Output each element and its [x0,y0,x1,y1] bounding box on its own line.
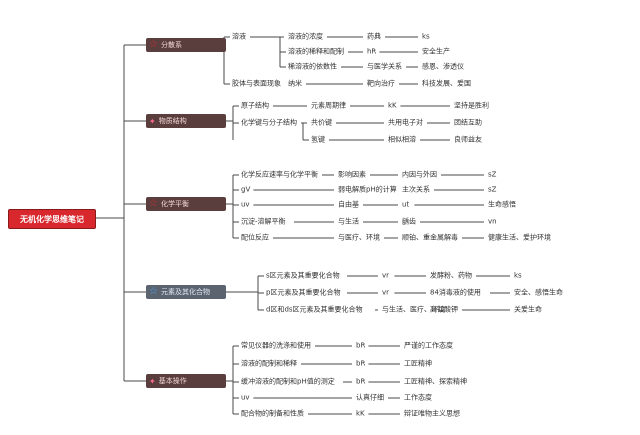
node-text: p区元素及其重要化合物 [266,288,341,297]
node-text: 原子结构 [241,101,269,110]
node-text: 溶液 [232,32,246,41]
node-text: uv [241,393,250,402]
branch-node: ☆元素及其化合物 [146,285,226,299]
node-text: 影响因素 [338,170,366,179]
node-text: 配合物的制备和性质 [241,409,304,418]
root-node: 无机化学思维笔记 [8,209,96,229]
node-text: 溶液的配制和稀释 [241,359,297,368]
branch-label: 基本操作 [158,377,187,385]
node-text: 配位反应 [241,233,269,242]
node-text: 溶液的稀释和配制 [288,47,344,56]
node-text: 沉淀-溶解平衡 [241,217,286,226]
node-text: sZ [488,185,497,194]
node-text: sZ [488,170,497,179]
node-text: 团结互助 [454,118,482,127]
node-text: 辩证唯物主义思想 [404,409,460,418]
node-text: 良师益友 [454,135,482,144]
node-text: 严谨的工作态度 [404,341,453,350]
node-text: 内因与外因 [402,170,437,179]
node-text: 与医学关系 [367,62,402,71]
node-text: bR [356,359,366,368]
node-text: ut [402,200,410,209]
node-text: 与生活 [338,217,359,226]
node-text: 健康生活、爱护环境 [488,233,551,242]
node-text: 化学反应速率与化学平衡 [241,170,318,179]
node-text: 工匠精神 [404,359,432,368]
node-text: 弱电解质pH的计算 [338,185,397,194]
node-text: 感恩、渗透仪 [422,62,464,71]
node-text: 相似相溶 [388,135,416,144]
node-text: kK [356,409,365,418]
node-text: 化学键与分子结构 [241,118,297,127]
node-text: uv [241,200,250,209]
node-text: 坚持是胜利 [454,101,489,110]
node-text: 84消毒液的使用 [430,288,481,297]
node-text: 与医疗、环境 [338,233,380,242]
branch-label: 元素及其化合物 [160,288,210,296]
branch-label: 分散系 [160,41,182,49]
branch-node: ☆化学平衡 [146,197,226,211]
node-text: 缓冲溶液的配制和pH值的测定 [241,377,335,386]
node-text: s区元素及其重要化合物 [266,271,340,280]
node-text: ks [514,271,522,280]
node-text: vr [382,271,390,280]
node-text: 溶液的浓度 [288,32,323,41]
node-text: 共用电子对 [388,118,423,127]
node-text: ks [422,32,430,41]
root-label: 无机化学思维笔记 [20,214,84,224]
node-text: 安全生产 [422,47,450,56]
node-text: 科技发展、爱国 [422,79,471,88]
node-text: vn [488,217,497,226]
node-text: vr [382,288,390,297]
node-text: 主次关系 [402,185,430,194]
node-text: 安全、感悟生命 [514,288,563,297]
node-text: 高锰酸钾 [430,305,458,314]
node-text: 靶向治疗 [367,79,395,88]
node-text: 龋齿 [402,217,416,226]
node-text: bR [356,341,366,350]
branch-label: 化学平衡 [160,200,189,208]
node-text: 常见仪器的洗涤和使用 [241,341,311,350]
node-text: 工匠精神、探索精神 [404,377,467,386]
node-text: hR [367,47,377,56]
node-text: gV [241,185,251,194]
wand-icon: ✦ [149,116,156,126]
node-text: 胶体与表面现象 [232,79,281,88]
node-text: 稀溶液的依数性 [288,62,337,71]
branch-label: 物质结构 [158,117,187,125]
branch-node: ✦物质结构 [146,114,226,128]
node-text: 生命感悟 [488,200,516,209]
node-text: d区和ds区元素及其重要化合物 [266,305,363,314]
node-text: 元素周期律 [311,101,346,110]
node-text: 认真仔细 [356,393,384,402]
node-text: 纳米 [288,79,302,88]
branch-node: ☆分散系 [146,38,226,52]
node-text: 共价键 [311,118,332,127]
node-text: bR [356,377,366,386]
star-blue-icon: ☆ [149,286,158,297]
node-text: 工作态度 [404,393,432,402]
star-icon: ☆ [149,39,158,50]
node-text: 顺铂、重金属解毒 [402,233,458,242]
node-text: 关爱生命 [514,305,542,314]
star-icon: ☆ [149,198,158,209]
node-text: 自由基 [338,200,359,209]
branch-node: ✦基本操作 [146,374,226,388]
node-text: 药典 [367,32,381,41]
node-text: 发酵粉、药物 [430,271,472,280]
node-text: 氢键 [311,135,325,144]
node-text: kK [388,101,397,110]
node-text: 与生活、医疗、环境 [382,305,445,314]
wand-icon: ✦ [149,376,156,386]
